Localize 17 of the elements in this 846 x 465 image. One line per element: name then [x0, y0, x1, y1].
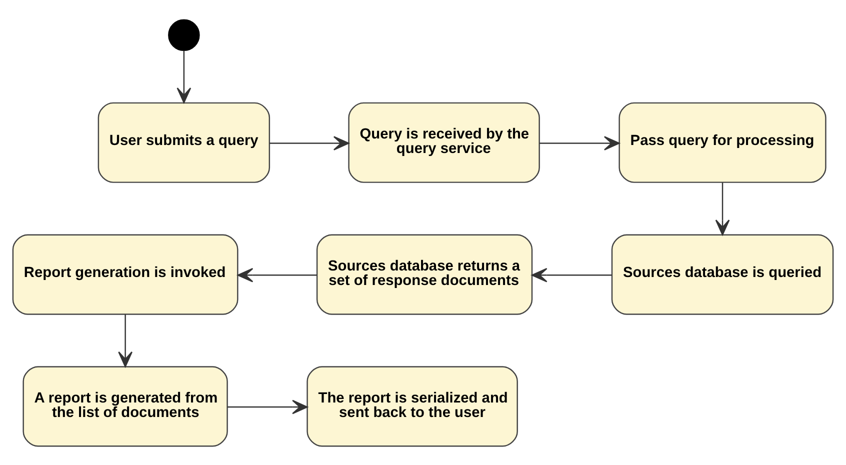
arrow	[532, 267, 612, 282]
node-box: Pass query for processing	[618, 102, 826, 182]
arrow	[237, 267, 317, 282]
node-box: Sources database returns a set of response documents	[316, 234, 533, 314]
node-box: Report generation is invoked	[12, 234, 238, 314]
node-box: Query is received by the query service	[348, 102, 540, 182]
arrow	[176, 50, 192, 103]
arrow	[715, 182, 730, 235]
arrow	[227, 399, 308, 414]
node-box: Sources database is queried	[611, 234, 834, 314]
arrow	[540, 136, 620, 150]
node-box: The report is serialized and sent back to the user	[306, 366, 518, 446]
arrow	[118, 314, 133, 367]
arrow	[269, 136, 350, 150]
node-box: A report is generated from the list of documents	[22, 366, 228, 446]
node-box: User submits a query	[98, 102, 270, 182]
node-circle	[168, 18, 200, 51]
